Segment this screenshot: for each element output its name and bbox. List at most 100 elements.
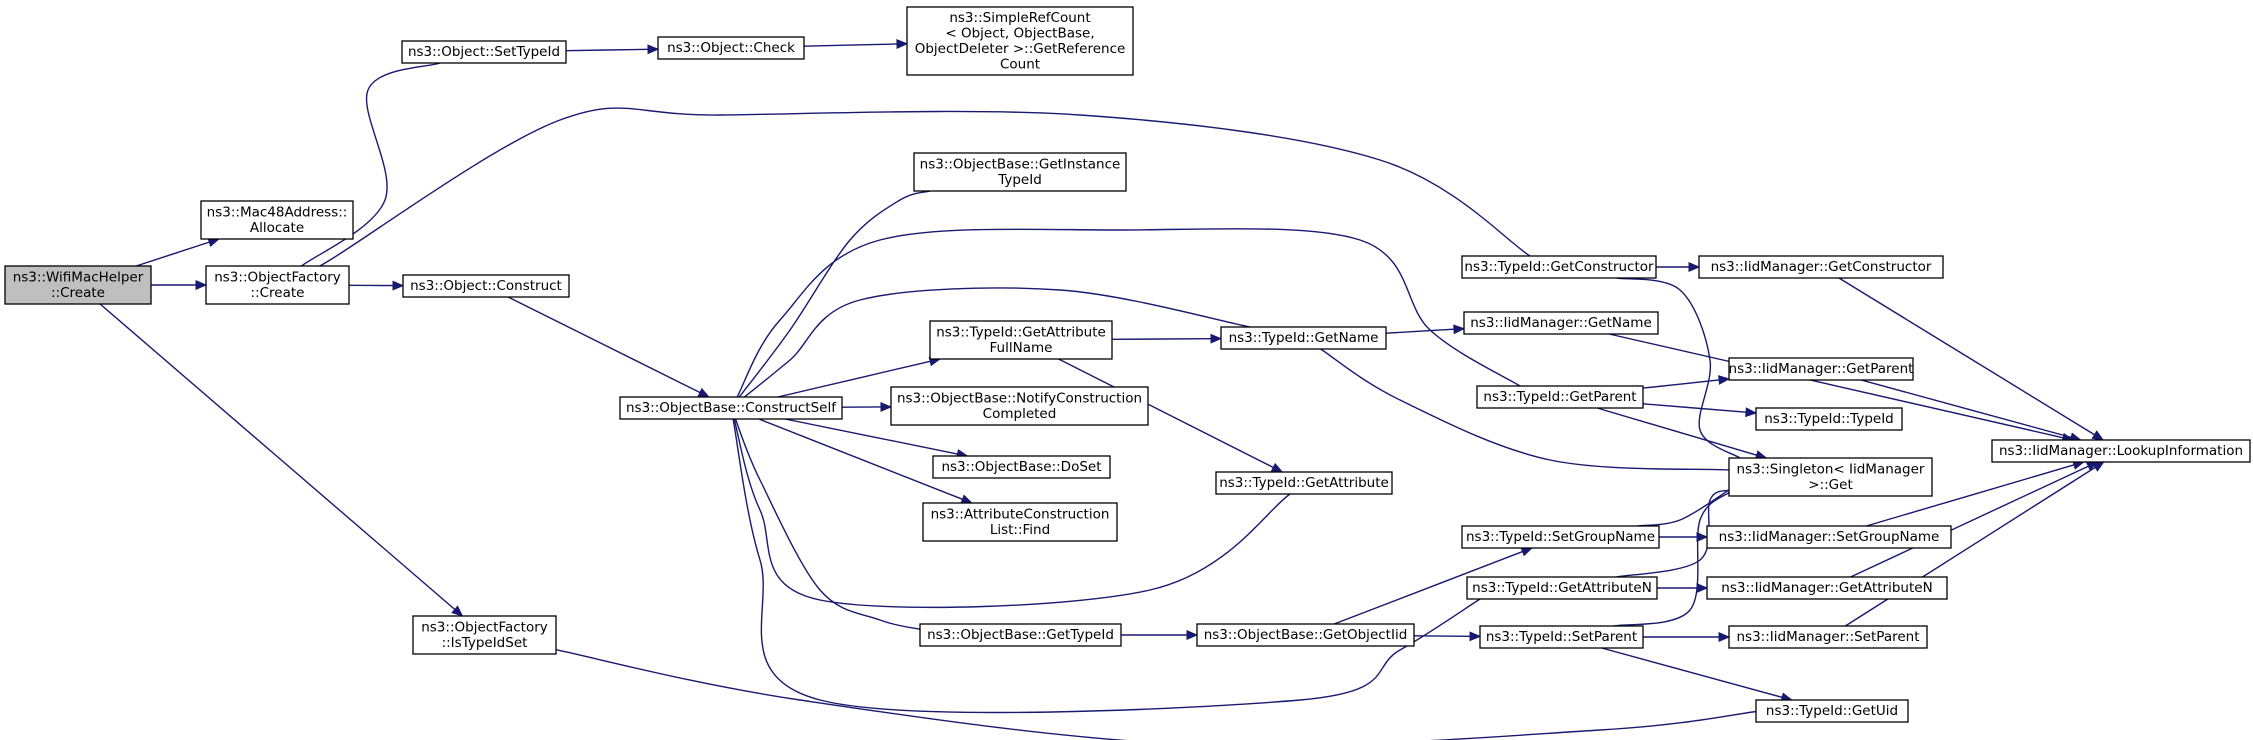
node-typeid-getname[interactable]: ns3::TypeId::GetName [1220,326,1387,350]
node-box [890,386,1149,426]
node-label: FullName [990,340,1053,356]
edge-line [1844,466,2096,627]
node-iidmanager-setgroupname[interactable]: ns3::IidManager::SetGroupName [1706,525,1952,549]
node-box [1215,471,1393,495]
node-objectfactory-create[interactable]: ns3::ObjectFactory::Create [205,265,350,305]
edge-line [1385,328,1455,334]
node-label: Count [1000,56,1040,72]
arrowhead-icon [960,494,974,504]
node-box [4,265,152,305]
call-edge-typeid_getname-to-iidmanager_getname [1385,324,1466,335]
node-label: ns3::AttributeConstruction [931,506,1110,522]
node-box [402,274,570,298]
node-box [1479,625,1644,649]
node-box [657,36,805,60]
arrowhead-icon [1696,532,1709,542]
call-edge-typeid_setgroupname-to-iidmanager_setgroupname [1659,532,1709,542]
node-label: ns3::SimpleRefCount [949,10,1090,26]
node-typeid-getconstructor[interactable]: ns3::TypeId::GetConstructor [1461,255,1657,279]
node-iidmanager-getname[interactable]: ns3::IidManager::GetName [1463,311,1659,335]
node-wifimachelper-create[interactable]: ns3::WifiMacHelper::Create [4,265,152,305]
edge-line [1608,333,2064,439]
call-edge-iidmanager_setgroupname-to-iidmanager_lookupinformation [1866,460,2085,527]
arrowhead-icon [1186,630,1199,640]
call-edge-typeid_setparent-to-typeid_getuid [1601,647,1794,703]
arrowhead-icon [697,387,711,398]
node-box [1728,625,1928,649]
call-edge-iidmanager_setparent-to-iidmanager_lookupinformation [1844,461,2105,627]
node-object-construct[interactable]: ns3::Object::Construct [402,274,570,298]
node-objectbase-notifyconstructioncompleted[interactable]: ns3::ObjectBase::NotifyConstructionCompl… [890,386,1149,426]
node-box [1728,457,1933,497]
edge-line [1596,407,1757,456]
node-typeid-getattribute[interactable]: ns3::TypeId::GetAttribute [1215,471,1393,495]
node-label: ns3::ObjectBase::NotifyConstruction [897,390,1142,406]
node-typeid-getuid[interactable]: ns3::TypeId::GetUid [1755,699,1909,723]
node-object-settypeid[interactable]: ns3::Object::SetTypeId [401,40,567,64]
call-edge-objectfactory_create-to-object_construct [348,280,405,291]
node-iidmanager-getparent[interactable]: ns3::IidManager::GetParent [1728,357,1914,381]
node-object-check[interactable]: ns3::Object::Check [657,36,805,60]
call-edge-wifimachelper_create-to-mac48_allocate [135,237,221,267]
node-iidmanager-lookupinformation[interactable]: ns3::IidManager::LookupInformation [1991,439,2251,463]
node-label: < Object, ObjectBase, [945,25,1094,41]
call-edge-objectfactory_istypeidset-to-typeid_getuid [555,649,1775,740]
node-typeid-typeid[interactable]: ns3::TypeId::TypeId [1755,407,1903,431]
node-typeid-getattributen[interactable]: ns3::TypeId::GetAttributeN [1466,576,1658,600]
call-edge-objectbase_getobjectiid-to-typeid_setparent [1413,631,1482,642]
arrowhead-icon [1270,462,1284,473]
node-mac48-allocate[interactable]: ns3::Mac48Address::Allocate [200,200,354,240]
edge-line [1333,550,1523,625]
node-label: ::IsTypeIdSet [442,635,528,651]
call-edge-wifimachelper_create-to-objectfactory_istypeidset [99,303,464,617]
node-label: ns3::IidManager::GetName [1470,315,1652,331]
call-edge-typeid_setgroupname-to-singleton_get [1637,487,1734,527]
node-box [929,320,1113,360]
edge-line [1861,379,2072,439]
node-box [1196,623,1415,647]
call-edge-objectbase_constructself-to-objectbase_notifyconstructioncompleted [841,402,893,412]
node-typeid-setparent[interactable]: ns3::TypeId::SetParent [1479,625,1644,649]
node-label: ::Create [251,285,305,301]
node-iidmanager-getconstructor[interactable]: ns3::IidManager::GetConstructor [1698,255,1944,279]
node-box [1755,407,1903,431]
node-objectbase-getobjectiid[interactable]: ns3::ObjectBase::GetObjectIid [1196,623,1415,647]
node-label: ns3::ObjectBase::GetInstance [920,156,1121,172]
node-iidmanager-getattributen[interactable]: ns3::IidManager::GetAttributeN [1706,576,1948,600]
node-box [1466,576,1658,600]
arrowhead-icon [647,44,660,55]
call-edge-typeid_setparent-to-singleton_get [1613,485,1741,627]
node-label: ns3::ObjectFactory [214,269,341,285]
call-edge-objectbase_constructself-to-objectbase_getinstancetypeid [738,189,933,398]
node-objectbase-doset[interactable]: ns3::ObjectBase::DoSet [932,455,1111,479]
call-edge-objectfactory_create-to-typeid_getconstructor [308,107,1542,274]
node-box [1698,255,1944,279]
node-typeid-setgroupname[interactable]: ns3::TypeId::SetGroupName [1461,525,1660,549]
edge-line [135,241,210,267]
node-box [619,396,843,420]
node-label: ns3::TypeId::SetParent [1486,629,1637,645]
node-simplerefcount-getrefcount[interactable]: ns3::SimpleRefCount< Object, ObjectBase,… [906,6,1134,76]
arrowhead-icon [1718,375,1731,385]
call-edge-iidmanager_getconstructor-to-iidmanager_lookupinformation [1838,277,2105,441]
node-typeid-getparent[interactable]: ns3::TypeId::GetParent [1476,385,1644,409]
edge-line [1613,488,1739,627]
node-objectfactory-istypeidset[interactable]: ns3::ObjectFactory::IsTypeIdSet [412,615,557,655]
node-box [200,200,354,240]
node-label: ns3::TypeId::GetAttribute [936,324,1106,340]
node-objectbase-gettypeid[interactable]: ns3::ObjectBase::GetTypeId [919,623,1122,647]
call-edge-wifimachelper_create-to-objectfactory_create [151,280,208,290]
call-edge-typeid_getconstructor-to-iidmanager_getconstructor [1655,262,1701,272]
node-box [913,152,1127,192]
node-objectbase-constructself[interactable]: ns3::ObjectBase::ConstructSelf [619,396,843,420]
node-label: List::Find [990,522,1050,538]
call-edge-object_construct-to-objectbase_constructself [507,296,711,398]
node-box [401,40,567,64]
node-iidmanager-setparent[interactable]: ns3::IidManager::SetParent [1728,625,1928,649]
node-box [1706,576,1948,600]
node-singleton-get[interactable]: ns3::Singleton< IidManager>::Get [1728,457,1933,497]
